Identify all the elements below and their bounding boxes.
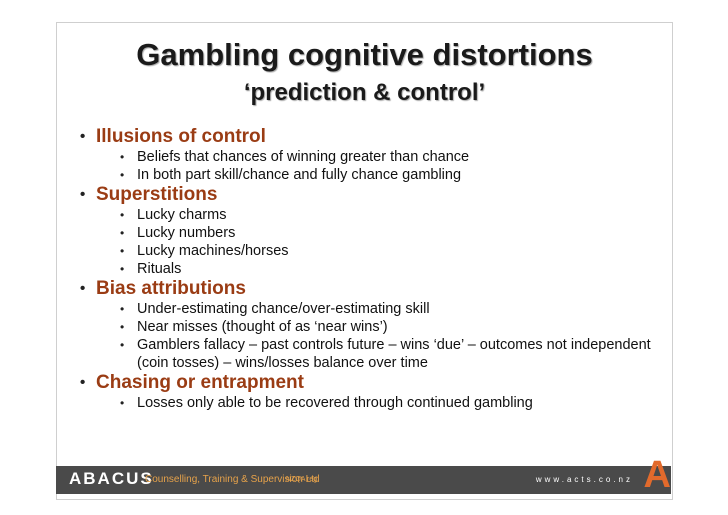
bullet-icon: •	[120, 150, 125, 164]
footer-bar: ABACUS Counselling, Training & Supervisi…	[56, 456, 671, 494]
abacus-logo: ABACUS	[69, 469, 154, 488]
nzqa-badge: NZQA reg	[286, 476, 318, 483]
list-item: • Beliefs that chances of winning greater…	[57, 148, 672, 166]
section-heading: • Chasing or entrapment	[57, 372, 672, 394]
list-item-text: Near misses (thought of as ‘near wins’)	[137, 319, 388, 335]
slide-content: • Illusions of control • Beliefs that chan…	[57, 126, 672, 412]
bullet-icon: •	[120, 302, 125, 316]
bullet-icon: •	[120, 262, 125, 276]
bullet-icon: •	[120, 320, 125, 334]
section-superstitions: • Superstitions • Lucky charms • Lucky numb…	[57, 184, 672, 278]
section-heading: • Superstitions	[57, 184, 672, 206]
bullet-icon: •	[120, 226, 125, 240]
list-item: • In both part skill/chance and fully cha…	[57, 166, 672, 184]
list-item: • Lucky machines/horses	[57, 242, 672, 260]
footer-tagline: Counselling, Training & Supervision Ltd	[145, 474, 320, 485]
bullet-icon: •	[120, 244, 125, 258]
bullet-icon: •	[80, 128, 86, 145]
list-item-text: Rituals	[137, 261, 182, 277]
list-item-text: Under-estimating chance/over-estimating …	[137, 301, 430, 317]
list-item: • Losses only able to be recovered throug…	[57, 394, 672, 412]
bullet-icon: •	[80, 280, 86, 297]
bullet-icon: •	[80, 186, 86, 203]
section-illusions-of-control: • Illusions of control • Beliefs that chan…	[57, 126, 672, 184]
list-item: • Rituals	[57, 260, 672, 278]
list-item-text: Lucky numbers	[137, 225, 236, 241]
section-heading-text: Chasing or entrapment	[96, 372, 304, 393]
list-item: • Gamblers fallacy – past controls future…	[57, 336, 672, 372]
slide: Gambling cognitive distortions ‘predicti…	[56, 22, 673, 500]
abacus-a-logo-icon: A	[643, 454, 671, 496]
list-item: • Lucky charms	[57, 206, 672, 224]
list-item: • Lucky numbers	[57, 224, 672, 242]
list-item-text: In both part skill/chance and fully chan…	[137, 167, 462, 183]
section-bias-attributions: • Bias attributions • Under-estimating cha…	[57, 278, 672, 372]
section-heading-text: Illusions of control	[96, 126, 266, 147]
list-item: • Near misses (thought of as ‘near wins’)	[57, 318, 672, 336]
section-chasing-or-entrapment: • Chasing or entrapment • Losses only able…	[57, 372, 672, 412]
list-item-text: Lucky charms	[137, 207, 227, 223]
bullet-icon: •	[80, 374, 86, 391]
list-item-text: Lucky machines/horses	[137, 243, 289, 259]
section-heading: • Illusions of control	[57, 126, 672, 148]
section-heading: • Bias attributions	[57, 278, 672, 300]
bullet-icon: •	[120, 208, 125, 222]
slide-title: Gambling cognitive distortions	[136, 37, 593, 72]
list-item: • Under-estimating chance/over-estimating…	[57, 300, 672, 318]
bullet-icon: •	[120, 396, 125, 410]
list-item-text: Gamblers fallacy – past controls future …	[137, 337, 651, 371]
bullet-icon: •	[120, 338, 125, 352]
section-heading-text: Bias attributions	[96, 278, 246, 299]
footer-website: www.acts.co.nz	[535, 475, 633, 484]
section-heading-text: Superstitions	[96, 184, 218, 205]
bullet-icon: •	[120, 168, 125, 182]
list-item-text: Beliefs that chances of winning greater …	[137, 149, 470, 165]
list-item-text: Losses only able to be recovered through…	[137, 395, 533, 411]
slide-subtitle: ‘prediction & control’	[243, 79, 486, 106]
